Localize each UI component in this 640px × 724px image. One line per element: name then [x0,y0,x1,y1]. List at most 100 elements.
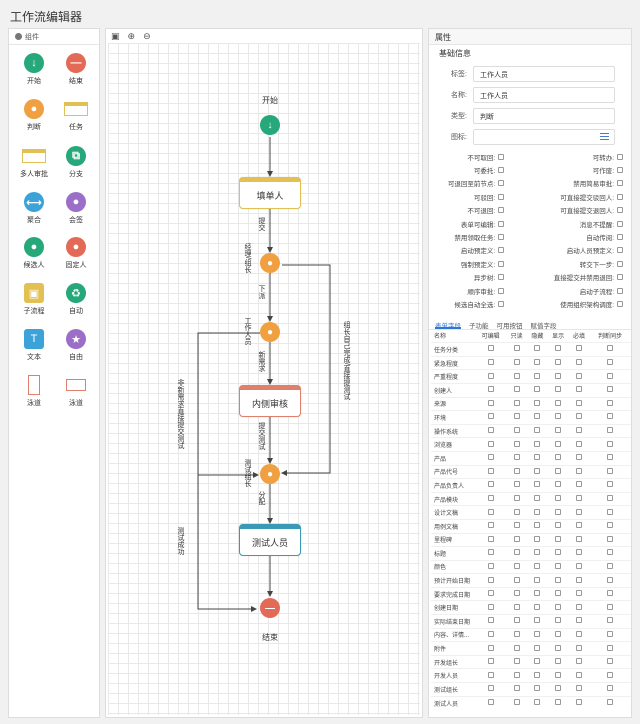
checkbox[interactable] [575,590,582,597]
checkbox[interactable] [487,617,494,624]
tab-2[interactable]: 可用按钮 [496,322,523,330]
checkbox[interactable] [555,467,562,474]
checkbox[interactable] [555,685,562,692]
checkbox[interactable] [487,345,494,352]
checkbox[interactable] [513,495,520,502]
checkbox[interactable] [487,644,494,651]
zoom-in-icon[interactable]: ⊕ [127,31,136,41]
checkbox[interactable] [487,603,494,610]
check-option[interactable]: 禁用简易审批: [508,178,627,188]
checkbox[interactable] [487,576,494,583]
checkbox[interactable] [617,287,623,294]
checkbox[interactable] [487,440,494,447]
checkbox[interactable] [555,427,562,434]
save-icon[interactable]: ▣ [111,31,120,41]
checkbox[interactable] [555,508,562,515]
checkbox[interactable] [513,617,520,624]
checkbox[interactable] [617,207,623,214]
checkbox[interactable] [534,658,541,665]
checkbox[interactable] [513,345,520,352]
checkbox[interactable] [513,359,520,366]
checkbox[interactable] [534,630,541,637]
palette-item[interactable]: 多人审批 [14,146,54,179]
checkbox[interactable] [575,481,582,488]
checkbox[interactable] [555,658,562,665]
check-option[interactable]: 可直接提交退回人: [508,205,627,215]
checkbox[interactable] [575,671,582,678]
palette-item[interactable]: ●候选人 [14,237,54,270]
checkbox[interactable] [487,495,494,502]
zoom-out-icon[interactable]: ⊖ [143,31,151,41]
checkbox[interactable] [617,193,623,200]
review-node[interactable]: 内侧审核 [239,385,301,417]
checkbox[interactable] [534,345,541,352]
checkbox[interactable] [487,467,494,474]
checkbox[interactable] [534,617,541,624]
palette-item[interactable]: ★自由 [56,329,96,362]
checkbox[interactable] [607,372,614,379]
checkbox[interactable] [513,549,520,556]
check-option[interactable]: 启动预定义: [433,245,508,255]
checkbox[interactable] [487,413,494,420]
checkbox[interactable] [513,508,520,515]
checkbox[interactable] [575,617,582,624]
palette-item[interactable]: ⟷聚合 [14,192,54,225]
checkbox[interactable] [617,274,623,281]
checkbox[interactable] [575,699,582,706]
checkbox[interactable] [487,590,494,597]
checkbox[interactable] [575,603,582,610]
checkbox[interactable] [534,644,541,651]
palette-item[interactable]: —结束 [56,53,96,86]
checkbox[interactable] [513,603,520,610]
checkbox[interactable] [487,522,494,529]
checkbox[interactable] [575,467,582,474]
palette-item[interactable]: ▣子流程 [14,283,54,316]
checkbox[interactable] [555,590,562,597]
checkbox[interactable] [534,685,541,692]
check-option[interactable]: 异步树: [433,272,508,282]
checkbox[interactable] [487,372,494,379]
checkbox[interactable] [607,685,614,692]
checkbox[interactable] [498,260,505,267]
check-option[interactable]: 候选自动全选: [433,299,508,309]
list-icon[interactable] [600,132,609,141]
check-option[interactable]: 可委托: [433,165,508,175]
checkbox[interactable] [513,481,520,488]
checkbox[interactable] [534,372,541,379]
checkbox[interactable] [607,522,614,529]
checkbox[interactable] [607,658,614,665]
checkbox[interactable] [487,535,494,542]
checkbox[interactable] [534,562,541,569]
label-input[interactable]: 工作人员 [473,65,615,82]
name-input[interactable]: 工作人员 [473,86,615,103]
checkbox[interactable] [575,685,582,692]
checkbox[interactable] [575,535,582,542]
test-lead-node[interactable]: ● [260,464,280,484]
checkbox[interactable] [607,413,614,420]
checkbox[interactable] [617,247,623,254]
checkbox[interactable] [487,454,494,461]
checkbox[interactable] [534,522,541,529]
checkbox[interactable] [617,167,623,174]
checkbox[interactable] [513,413,520,420]
checkbox[interactable] [575,359,582,366]
check-option[interactable]: 禁用领取任务: [433,232,508,242]
checkbox[interactable] [555,481,562,488]
checkbox[interactable] [617,153,623,160]
check-option[interactable]: 消息不提醒: [508,219,627,229]
checkbox[interactable] [513,576,520,583]
checkbox[interactable] [534,603,541,610]
tester-node[interactable]: 测试人员 [239,524,301,556]
checkbox[interactable] [534,495,541,502]
checkbox[interactable] [534,399,541,406]
checkbox[interactable] [607,630,614,637]
checkbox[interactable] [513,427,520,434]
checkbox[interactable] [555,699,562,706]
flow-canvas[interactable]: ▣ ⊕ ⊖ 开始 ↓ 填单人 ● ● 内侧审 [105,28,423,718]
checkbox[interactable] [607,440,614,447]
check-option[interactable]: 启动人员预定义: [508,245,627,255]
checkbox[interactable] [607,467,614,474]
checkbox[interactable] [498,207,505,214]
checkbox[interactable] [607,399,614,406]
